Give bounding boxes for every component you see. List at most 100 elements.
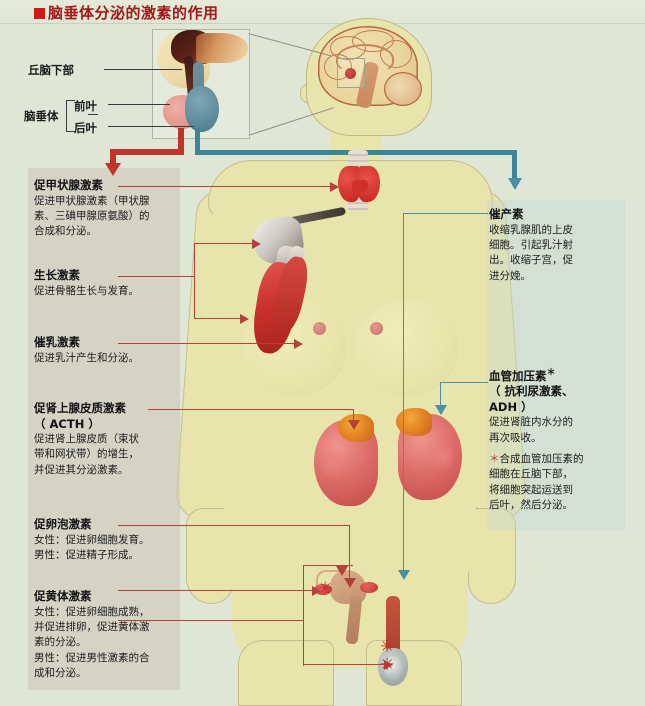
hormone-block-fsh: 促卵泡激素 女性：促进卵细胞发育。 男性：促进精子形成。 bbox=[34, 517, 150, 563]
hormone-name-vasopressin-text: 血管加压素 bbox=[489, 368, 547, 383]
leader-line-posterior-lobe bbox=[108, 126, 194, 127]
kidney-hilum bbox=[320, 446, 344, 480]
hormone-abbr-vasopressin: ADH ） bbox=[489, 399, 533, 414]
anterior-lobe-trunk bbox=[110, 149, 184, 155]
hormone-block-lh: 促黄体激素 女性：促进卵细胞成熟， 并促进排卵，促进黄体激 素的分泌。 男性：促… bbox=[34, 589, 150, 681]
penis bbox=[386, 596, 400, 658]
footnote-text-1: 合成血管加压素的 bbox=[499, 453, 584, 465]
leader-line-fsh bbox=[349, 525, 351, 581]
hormone-name-gh: 生长激素 bbox=[34, 268, 80, 282]
leader-line-pituitary bbox=[88, 114, 98, 115]
hormone-desc-gh-line-1: 促进骨骼生长与发育。 bbox=[34, 284, 139, 297]
footnote-line-2: 细胞在丘脑下部， bbox=[489, 468, 573, 481]
leader-line-fsh-ovary bbox=[118, 590, 314, 592]
leader-line-gh-muscle bbox=[194, 318, 244, 320]
hormone-abbr-acth: （ ACTH ） bbox=[34, 416, 100, 431]
thyroid-gland bbox=[338, 166, 360, 202]
brain-tissue bbox=[196, 33, 248, 63]
hormone-desc-vasopressin-line-2: 再次吸收。 bbox=[489, 431, 542, 444]
hormone-name-lh: 促黄体激素 bbox=[34, 589, 92, 603]
pituitary-gland-marker bbox=[345, 68, 356, 79]
hormone-desc-acth-line-1: 促进肾上腺皮质（束状 bbox=[34, 433, 139, 446]
left-hormone-panel bbox=[28, 168, 180, 690]
leader-arrow-lh-testis-icon bbox=[384, 660, 393, 670]
leader-line-tsh bbox=[118, 186, 332, 188]
leader-line-lh bbox=[303, 565, 305, 621]
hormone-desc-oxytocin-line-4: 进分娩。 bbox=[489, 269, 531, 282]
hormone-block-vasopressin: 血管加压素＊ （ 抗利尿激素、 ADH ） 促进肾脏内水分的 再次吸收。 bbox=[489, 367, 574, 446]
leader-arrow-fsh-icon bbox=[344, 578, 356, 588]
leader-arrow-oxytocin-uterus-icon bbox=[398, 570, 410, 580]
leader-line-lh-top bbox=[303, 565, 353, 567]
hormone-name-fsh: 促卵泡激素 bbox=[34, 517, 92, 531]
label-anterior-lobe: 前叶 bbox=[74, 99, 97, 113]
hormone-name-vasopressin: 血管加压素＊ bbox=[489, 367, 574, 384]
leader-arrow-tsh-icon bbox=[330, 182, 339, 192]
fallopian-tube bbox=[316, 570, 340, 590]
label-posterior-lobe: 后叶 bbox=[74, 121, 97, 135]
leader-line-prl bbox=[118, 343, 296, 345]
hormone-desc-fsh-line-1: 女性：促进卵细胞发育。 bbox=[34, 533, 150, 546]
leader-line-anterior-lobe bbox=[108, 104, 170, 105]
label-hypothalamus: 丘脑下部 bbox=[28, 63, 74, 77]
leader-arrow-fsh-ovary-icon bbox=[312, 586, 321, 596]
hormone-desc-vasopressin-line-1: 促进肾脏内水分的 bbox=[489, 416, 573, 429]
hormone-desc-fsh-line-2: 男性：促进精子形成。 bbox=[34, 548, 139, 561]
leader-line-hypothalamus bbox=[104, 69, 182, 70]
anterior-lobe-trunk bbox=[110, 149, 116, 165]
hormone-desc-lh-line-2: 并促进排卵，促进黄体激 bbox=[34, 620, 150, 633]
breast bbox=[355, 300, 459, 396]
footnote-star-icon: ＊ bbox=[489, 453, 500, 465]
hormone-desc-oxytocin-line-2: 细胞。引起乳汁射 bbox=[489, 238, 573, 251]
anterior-lobe-trunk bbox=[178, 128, 184, 154]
hormone-block-tsh: 促甲状腺激素 促进甲状腺激素（甲状腺 素、三碘甲腺原氨酸）的 合成和分泌。 bbox=[34, 178, 150, 240]
leader-arrow-gh-muscle-icon bbox=[240, 314, 249, 324]
left-leg bbox=[238, 640, 334, 706]
hormone-alias-vasopressin: （ 抗利尿激素、 bbox=[489, 384, 574, 399]
nipple bbox=[370, 322, 383, 335]
leader-arrow-vasopressin-icon bbox=[435, 405, 447, 415]
title-text: 脑垂体分泌的激素的作用 bbox=[48, 4, 219, 22]
label-pituitary: 脑垂体 bbox=[24, 109, 59, 123]
hormone-name-acth: 促肾上腺皮质激素 bbox=[34, 401, 126, 415]
leader-line-acth bbox=[148, 409, 354, 411]
hormone-desc-oxytocin-line-3: 出。收缩子宫，促 bbox=[489, 254, 573, 267]
footnote-line-1: ＊合成血管加压素的 bbox=[489, 452, 584, 467]
leader-line-fsh bbox=[118, 525, 350, 527]
leader-arrow-lh-icon bbox=[336, 566, 348, 576]
hormone-desc-prl-line-1: 促进乳汁产生和分泌。 bbox=[34, 351, 139, 364]
anterior-trunk-arrow-icon bbox=[105, 163, 121, 176]
leader-line-vasopressin bbox=[440, 382, 442, 408]
hormone-desc-tsh-line-3: 合成和分泌。 bbox=[34, 225, 97, 238]
leader-line-lh bbox=[118, 620, 304, 622]
hormone-desc-tsh-line-1: 促进甲状腺激素（甲状腺 bbox=[34, 194, 150, 207]
hormone-block-gh: 生长激素 促进骨骼生长与发育。 bbox=[34, 268, 139, 299]
posterior-lobe-trunk bbox=[195, 128, 200, 152]
leader-line-oxytocin-uterus bbox=[403, 213, 405, 573]
target-marker-icon: ✳ bbox=[380, 637, 395, 657]
page-title: 脑垂体分泌的激素的作用 bbox=[34, 2, 219, 23]
footnote-line-3: 将细胞突起运送到 bbox=[489, 483, 573, 496]
ovary bbox=[314, 584, 332, 595]
hormone-desc-acth-line-2: 带和网状带）的增生， bbox=[34, 448, 139, 461]
leader-line-oxytocin-uterus bbox=[403, 213, 457, 215]
leader-line-gh-bone bbox=[194, 243, 256, 245]
right-hormone-panel bbox=[487, 200, 625, 530]
kidney-hilum bbox=[430, 440, 454, 474]
cerebellum bbox=[384, 72, 422, 106]
footnote-block: ＊合成血管加压素的 细胞在丘脑下部， 将细胞突起运送到 后叶，然后分泌。 bbox=[489, 452, 584, 513]
hormone-block-acth: 促肾上腺皮质激素 （ ACTH ） 促进肾上腺皮质（束状 带和网状带）的增生， … bbox=[34, 401, 139, 478]
target-marker-icon: ✳ bbox=[318, 579, 333, 599]
footnote-marker: ＊ bbox=[546, 368, 556, 378]
leader-line-acth bbox=[353, 409, 355, 423]
ovary bbox=[360, 582, 378, 593]
hormone-block-prl: 催乳激素 促进乳汁产生和分泌。 bbox=[34, 335, 139, 366]
posterior-lobe-trunk bbox=[512, 150, 517, 180]
posterior-trunk-arrow-icon bbox=[508, 178, 522, 190]
title-bar bbox=[0, 0, 645, 24]
leader-arrow-prl-icon bbox=[294, 339, 303, 349]
leader-arrow-gh-bone-icon bbox=[252, 239, 261, 249]
hormone-desc-tsh-line-2: 素、三碘甲腺原氨酸）的 bbox=[34, 209, 150, 222]
leader-arrow-acth-icon bbox=[348, 420, 360, 430]
thyroid-isthmus bbox=[352, 180, 368, 192]
